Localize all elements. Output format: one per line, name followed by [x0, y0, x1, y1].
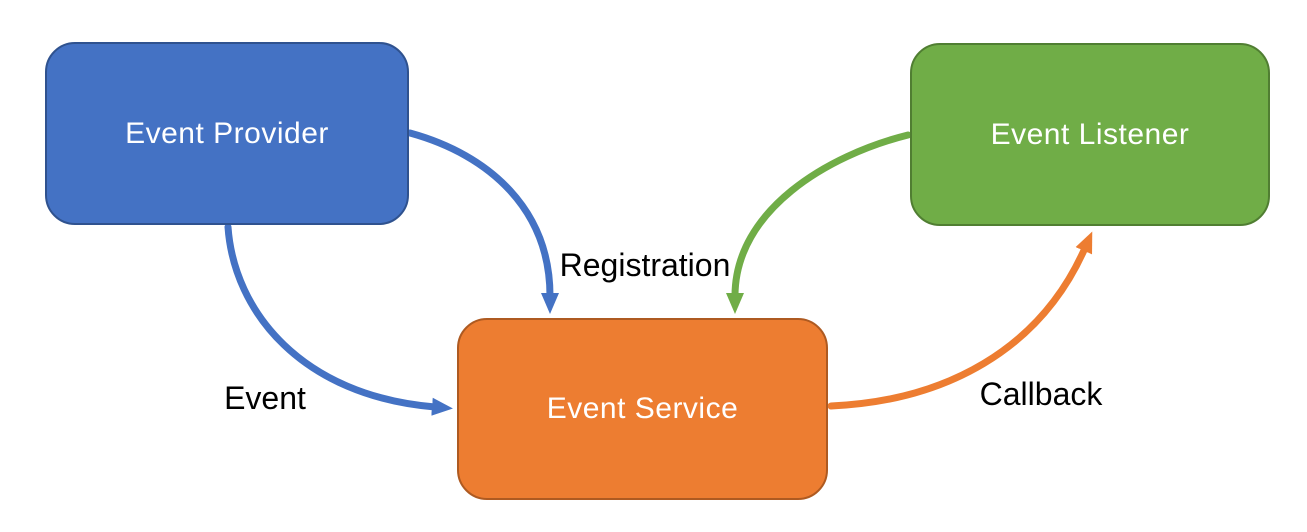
event-listener-node: Event Listener	[910, 43, 1270, 226]
event-service-label: Event Service	[546, 392, 739, 425]
registration-label: Registration	[559, 247, 731, 283]
event-service-node: Event Service	[457, 318, 828, 500]
listener-registration-arrow	[726, 131, 912, 314]
event-listener-label: Event Listener	[990, 117, 1190, 151]
event-provider-node: Event Provider	[45, 42, 409, 225]
provider-event-arrow	[224, 223, 453, 416]
callback-label: Callback	[979, 376, 1103, 412]
event-provider-label: Event Provider	[125, 116, 329, 150]
provider-registration-arrow	[406, 129, 559, 314]
service-callback-arrow	[827, 231, 1093, 410]
event-label: Event	[224, 380, 306, 416]
